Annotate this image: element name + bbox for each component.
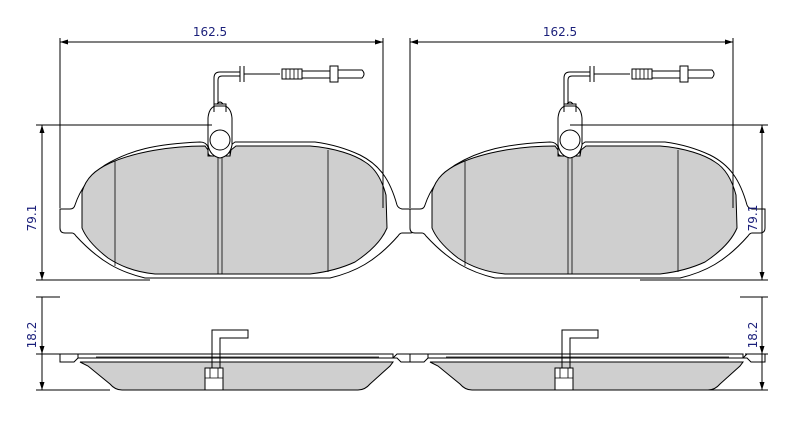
left-height-dimension: 79.1	[25, 124, 212, 281]
right-thickness-dimension: 18.2	[700, 296, 768, 391]
left-height-label: 79.1	[25, 205, 39, 232]
left-width-dimension: 162.5	[59, 25, 384, 208]
left-side-view	[59, 329, 416, 391]
right-width-label: 162.5	[543, 25, 577, 39]
right-height-dimension: 79.1	[570, 124, 768, 281]
right-side-view	[409, 329, 766, 391]
left-front-view	[59, 65, 416, 279]
right-front-view	[409, 65, 766, 279]
right-height-label: 79.1	[746, 205, 760, 232]
right-thickness-label: 18.2	[746, 322, 760, 349]
left-thickness-label: 18.2	[25, 322, 39, 349]
left-thickness-dimension: 18.2	[25, 296, 110, 391]
left-width-label: 162.5	[193, 25, 227, 39]
right-width-dimension: 162.5	[409, 25, 734, 208]
